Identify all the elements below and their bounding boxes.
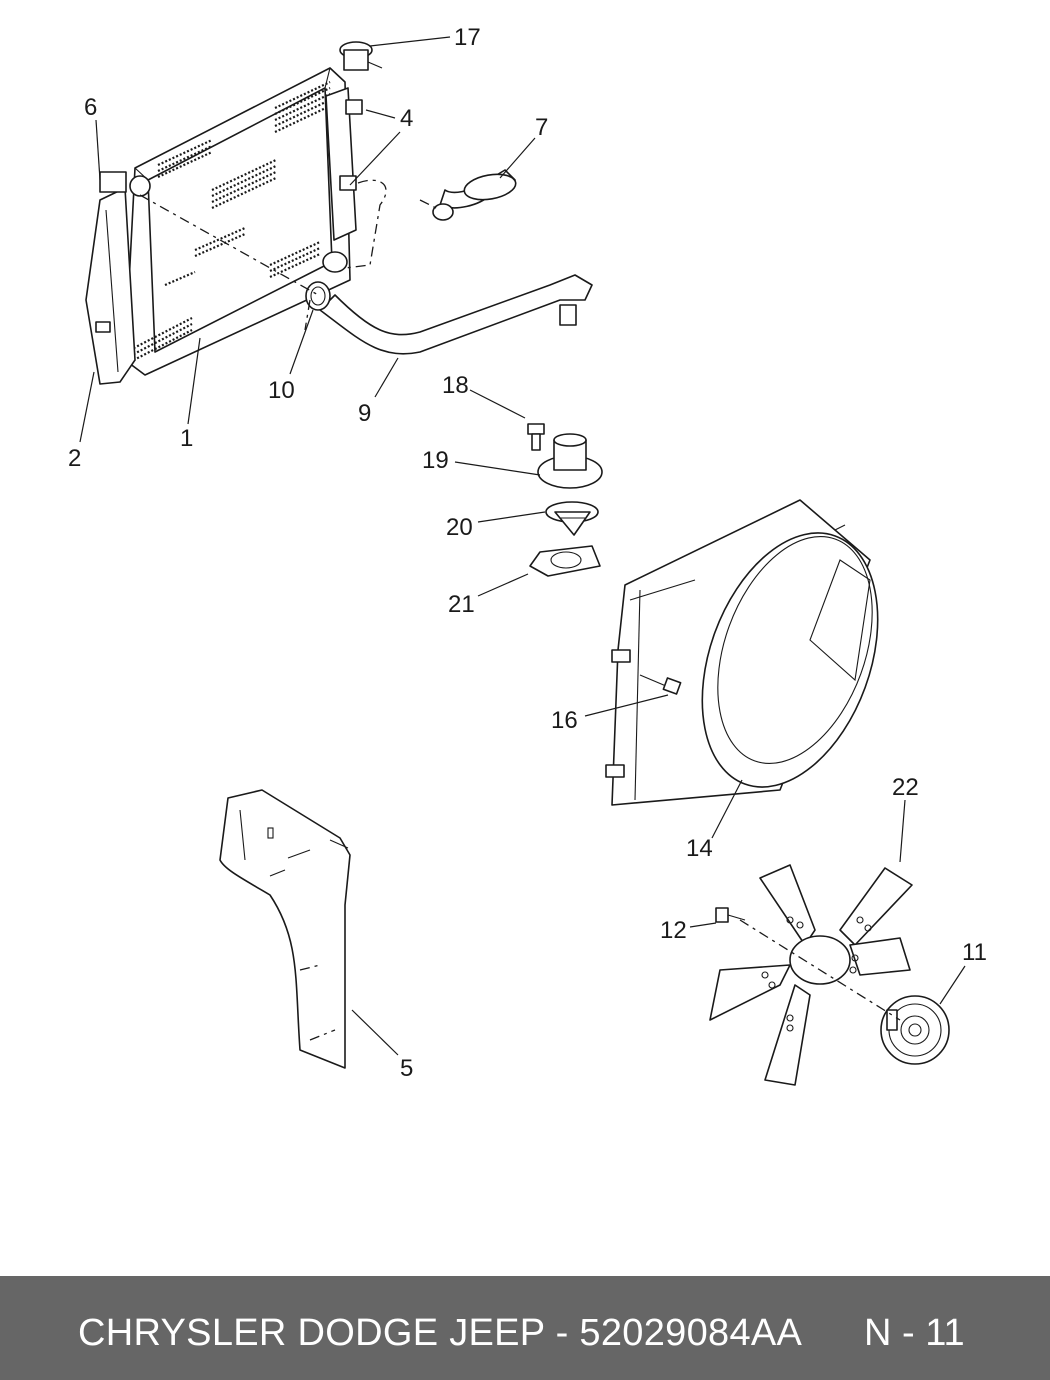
callout-16: 16 <box>551 707 578 734</box>
radiator-cap <box>339 41 383 71</box>
callout-20: 20 <box>446 514 473 541</box>
callout-22: 22 <box>892 774 919 801</box>
callout-6: 6 <box>84 94 97 121</box>
lower-hose <box>319 274 593 355</box>
callout-4: 4 <box>400 105 413 132</box>
housing-bolt <box>527 423 545 451</box>
callout-2: 2 <box>68 445 81 472</box>
hose-clamp <box>305 281 331 311</box>
footer-page-number: N - 11 <box>864 1312 965 1354</box>
fan-bolt <box>715 907 746 923</box>
callout-9: 9 <box>358 400 371 427</box>
callout-21: 21 <box>448 591 475 618</box>
callout-5: 5 <box>400 1055 413 1082</box>
thermostat <box>545 501 599 536</box>
callout-labels: 17 6 4 7 10 9 1 2 18 19 20 21 16 14 22 1… <box>68 24 987 1082</box>
callout-10: 10 <box>268 377 295 404</box>
fan-axis-guide <box>739 919 901 1021</box>
callout-7: 7 <box>535 114 548 141</box>
thermostat-housing <box>537 433 603 489</box>
assembly-guides <box>139 179 441 331</box>
callout-12: 12 <box>660 917 687 944</box>
thermostat-gasket <box>529 545 601 577</box>
callout-19: 19 <box>422 447 449 474</box>
callout-14: 14 <box>686 835 713 862</box>
upper-bracket <box>99 171 151 197</box>
callout-1: 1 <box>180 425 193 452</box>
fan-shroud <box>605 499 879 806</box>
fan-clutch <box>880 995 950 1065</box>
callout-18: 18 <box>442 372 469 399</box>
shroud-bolt <box>639 674 682 695</box>
callout-17: 17 <box>454 24 481 51</box>
leader-lines <box>79 36 966 1056</box>
exploded-parts-diagram: 17 6 4 7 10 9 1 2 18 19 20 21 16 14 22 1… <box>68 24 987 1086</box>
air-baffle <box>219 789 351 1069</box>
footer-bar: CHRYSLER DODGE JEEP - 52029084AA N - 11 <box>0 1276 1050 1380</box>
fan-blade <box>709 864 913 1086</box>
footer-part-title: CHRYSLER DODGE JEEP - 52029084AA <box>78 1312 803 1354</box>
upper-hose <box>432 169 517 221</box>
radiator-side-seal <box>85 187 136 385</box>
callout-11: 11 <box>962 939 987 966</box>
radiator <box>124 67 363 376</box>
